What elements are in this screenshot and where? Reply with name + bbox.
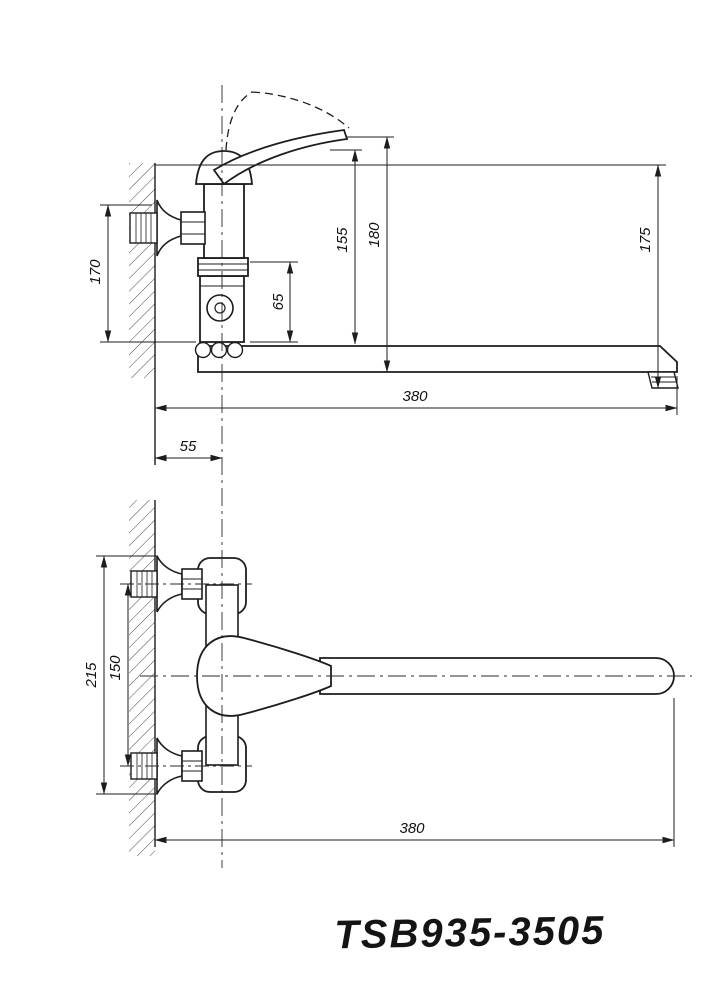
dim-175-label: 175 <box>637 227 654 253</box>
dim-180: 180 <box>346 136 394 373</box>
dimensions-side-view: 170 65 155 180 175 <box>87 136 678 462</box>
aerator <box>647 371 679 389</box>
dim-150-label: 150 <box>107 655 124 681</box>
dim-150: 150 <box>107 583 132 767</box>
inlet-pipe-side <box>129 212 158 244</box>
dim-175: 175 <box>155 164 666 389</box>
lever-handle-side <box>212 129 349 186</box>
dim-380-plan-label: 380 <box>399 820 425 837</box>
dim-380-side-label: 380 <box>402 388 428 405</box>
wall-hatch-plan <box>129 500 156 856</box>
plan-view <box>129 500 675 856</box>
inlet-top <box>130 555 203 613</box>
spout-side <box>197 345 679 389</box>
dim-380-plan: 380 <box>154 698 675 847</box>
escutcheon-side <box>156 199 182 257</box>
dim-215-label: 215 <box>83 662 100 689</box>
side-view <box>129 91 679 465</box>
swivel-joint <box>194 341 244 359</box>
centerlines <box>120 85 692 868</box>
connection-nut <box>197 257 249 277</box>
wall-hatch-side <box>129 163 156 465</box>
dim-55: 55 <box>154 438 223 462</box>
dim-65: 65 <box>250 261 298 343</box>
dim-55-label: 55 <box>180 438 197 455</box>
dim-180-label: 180 <box>366 222 383 248</box>
dimensions-plan-view: 215 150 380 <box>83 555 675 847</box>
lever-raised-position-dashed <box>225 91 350 151</box>
mixer-body-side <box>203 183 245 259</box>
dim-170-label: 170 <box>87 259 104 285</box>
dim-170: 170 <box>87 204 196 343</box>
dim-65-label: 65 <box>270 293 287 310</box>
model-number: TSB935-3505 <box>334 909 606 958</box>
hex-nut-side <box>180 211 206 245</box>
dim-155: 155 <box>330 149 362 345</box>
dim-155-label: 155 <box>334 227 351 253</box>
inlet-bottom <box>130 737 203 795</box>
dim-215: 215 <box>83 555 158 795</box>
dim-380-side: 380 <box>154 376 678 415</box>
